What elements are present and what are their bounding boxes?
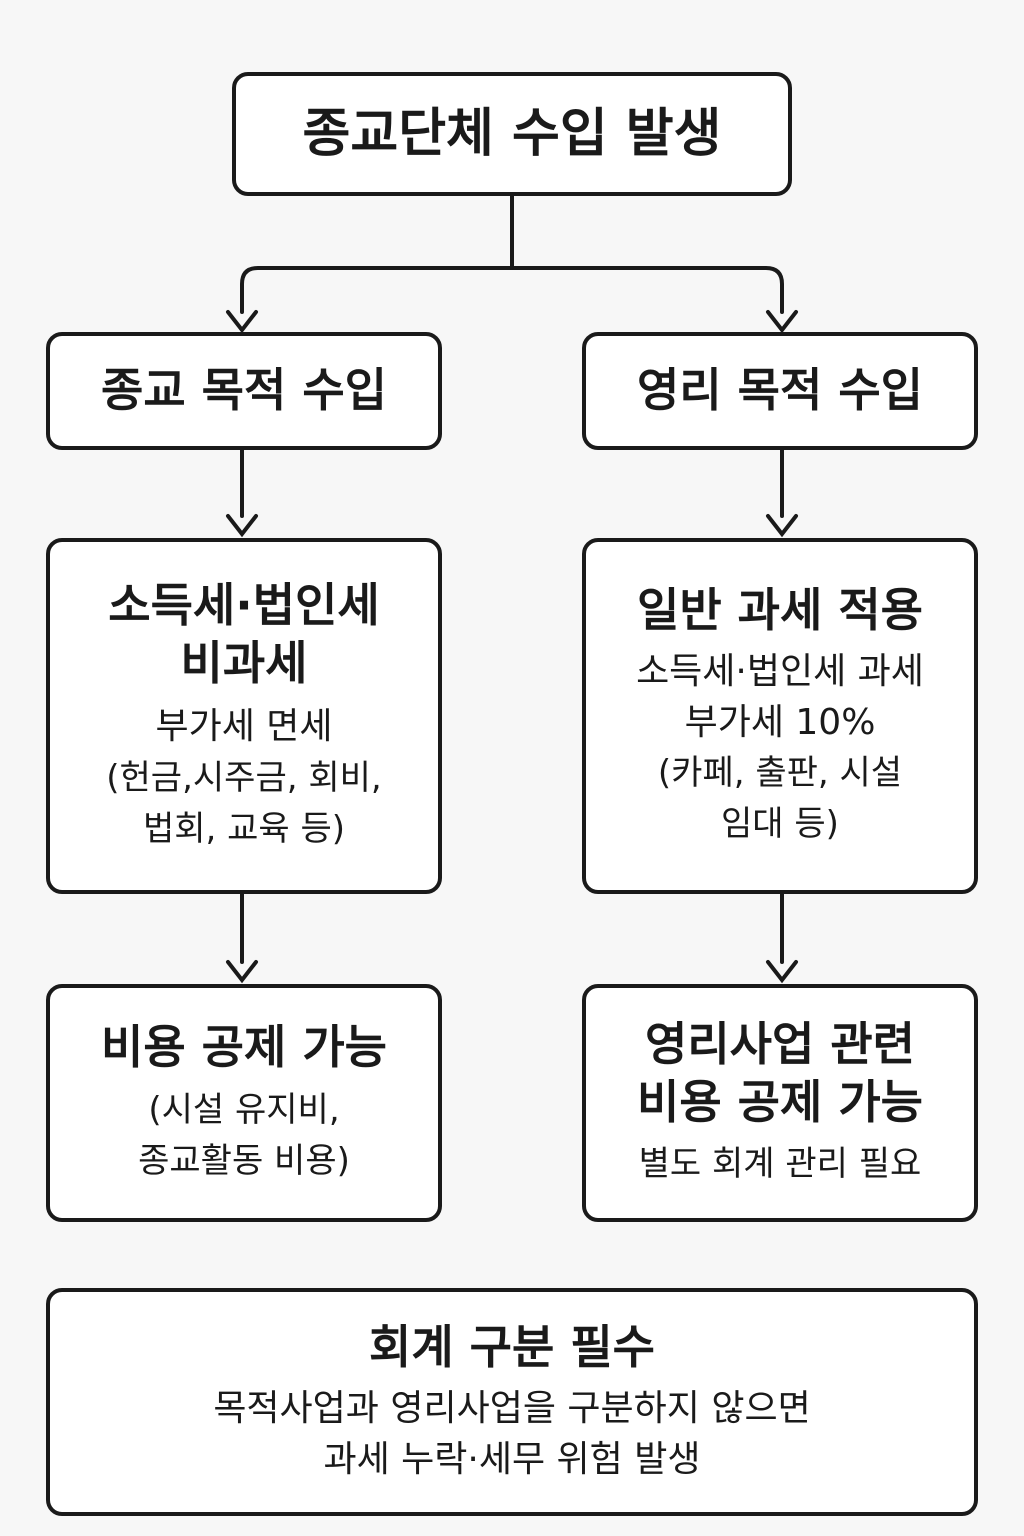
left-tax-detail-line-2: (헌금,시주금, 회비,: [106, 757, 382, 798]
left-expense-node: 비용 공제 가능 (시설 유지비, 종교활동 비용): [46, 984, 442, 1222]
left-expense-title: 비용 공제 가능: [101, 1020, 387, 1075]
footer-detail-line-1: 목적사업과 영리사업을 구분하지 않으면: [213, 1388, 811, 1430]
branch-line-left: [240, 266, 514, 314]
root-node: 종교단체 수입 발생: [232, 72, 792, 196]
left-category-title: 종교 목적 수입: [101, 363, 387, 418]
right-expense-node: 영리사업 관련 비용 공제 가능 별도 회계 관리 필요: [582, 984, 978, 1222]
right-tax-detail-line-1: 소득세·법인세 과세: [636, 651, 924, 693]
root-title: 종교단체 수입 발생: [302, 103, 722, 164]
footer-detail-line-2: 과세 누락·세무 위험 발생: [323, 1438, 701, 1480]
arrowhead-right-tax: [766, 514, 798, 538]
arrowhead-right-category: [766, 310, 798, 334]
branch-line-right: [510, 266, 784, 314]
right-category-title: 영리 목적 수입: [637, 363, 923, 418]
left-tax-title-line-1: 소득세·법인세: [108, 578, 380, 633]
arrowhead-left-category: [226, 310, 258, 334]
footer-title: 회계 구분 필수: [369, 1319, 655, 1374]
right-expense-title-line-1: 영리사업 관련: [645, 1017, 915, 1071]
left-category-node: 종교 목적 수입: [46, 332, 442, 450]
left-expense-detail-line-1: (시설 유지비,: [148, 1089, 340, 1130]
right-tax-detail-line-3: (카페, 출판, 시설: [657, 753, 903, 794]
right-category-node: 영리 목적 수입: [582, 332, 978, 450]
arrowhead-right-expense: [766, 960, 798, 984]
arrowhead-left-tax: [226, 514, 258, 538]
right-expense-detail: 별도 회계 관리 필요: [638, 1144, 922, 1184]
footer-node: 회계 구분 필수 목적사업과 영리사업을 구분하지 않으면 과세 누락·세무 위…: [46, 1288, 978, 1516]
left-tax-node: 소득세·법인세 비과세 부가세 면세 (헌금,시주금, 회비, 법회, 교육 등…: [46, 538, 442, 894]
arrowhead-left-expense: [226, 960, 258, 984]
left-expense-detail-line-2: 종교활동 비용): [138, 1140, 350, 1181]
left-tax-detail-line-1: 부가세 면세: [155, 706, 333, 748]
left-tax-detail-line-3: 법회, 교육 등): [142, 808, 346, 849]
right-tax-title: 일반 과세 적용: [637, 582, 923, 637]
right-tax-detail-line-4: 임대 등): [721, 804, 839, 845]
left-tax-title-line-2: 비과세: [180, 635, 308, 690]
right-tax-node: 일반 과세 적용 소득세·법인세 과세 부가세 10% (카페, 출판, 시설 …: [582, 538, 978, 894]
right-expense-title-line-2: 비용 공제 가능: [637, 1074, 923, 1129]
right-tax-detail-line-2: 부가세 10%: [684, 701, 876, 743]
